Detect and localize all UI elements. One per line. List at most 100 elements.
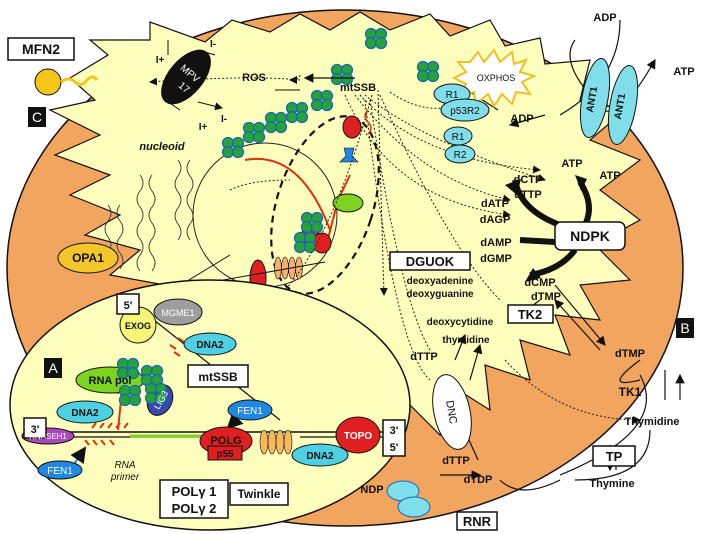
- rnr-box: [456, 511, 498, 531]
- ant1-b: [607, 65, 639, 145]
- mfn2-tail: [60, 75, 99, 87]
- topo-ellipse: [335, 416, 381, 454]
- dctp-label: dCTP: [514, 174, 543, 186]
- opa1-label: OPA1: [72, 251, 104, 265]
- adp-top-label: ADP: [593, 12, 616, 24]
- atp-right-label: ATP: [673, 66, 694, 78]
- helicase-rings-a: [259, 429, 293, 455]
- ros-label: ROS: [242, 72, 266, 84]
- i-plus-2: I+: [199, 122, 208, 133]
- dttp-mid-label: dTTP: [410, 351, 438, 363]
- red-strand: [244, 157, 331, 231]
- p53r2-label: p53R2: [450, 106, 480, 117]
- dna2-left-ellipse: [56, 400, 114, 424]
- deoxyguanine-label: deoxyguanine: [406, 289, 474, 300]
- ndp-label: NDP: [360, 484, 383, 496]
- thymine-label: Thymine: [589, 478, 634, 490]
- panel-b-letter: B: [680, 320, 689, 336]
- polg2-label: POLγ 2: [172, 501, 217, 516]
- i-minus-2: I-: [221, 114, 227, 125]
- thymidine-right-label: Thymidine: [624, 416, 679, 428]
- three-prime-left-box: [23, 417, 47, 439]
- rnaseh1-label: RNASEH1: [29, 432, 67, 441]
- twinkle-box: [229, 482, 289, 506]
- mpv17-arrows: [164, 40, 223, 111]
- red-helix-matrix: [364, 109, 372, 135]
- ant1-a-label: ANT1: [585, 85, 600, 113]
- dna2-bottom-ellipse: [291, 443, 349, 467]
- rna-pol-label: RNA pol: [89, 375, 132, 387]
- nucleoid-label: nucleoid: [139, 141, 185, 153]
- dtmp-label: dTMP: [531, 291, 561, 303]
- p55-label: p55: [216, 449, 234, 460]
- damp-label: dAMP: [480, 237, 511, 249]
- r1-p53r2-bottom: [440, 98, 490, 122]
- opa1-ellipse: [57, 242, 119, 274]
- ndpk-label: NDPK: [570, 228, 610, 244]
- p55-rect: [207, 445, 243, 461]
- oxphos-label: OXPHOS: [477, 73, 516, 83]
- panel-c-letter-box: [28, 107, 46, 127]
- dnc-label: DNC: [443, 399, 459, 425]
- rnr-label: RNR: [463, 514, 492, 529]
- three-prime-left-label: 3': [31, 424, 40, 436]
- tk1-label: TK1: [619, 385, 642, 399]
- r2b-label: R2: [454, 150, 467, 161]
- twinkle-green: [332, 193, 364, 213]
- mfn2-box: [7, 37, 75, 61]
- fen1-left-label: FEN1: [47, 466, 73, 477]
- dnc-carrier: [432, 374, 472, 450]
- i-minus-1: I-: [210, 39, 216, 50]
- mgme1-label: MGME1: [161, 308, 194, 318]
- three-prime-right-label: 3': [390, 425, 399, 437]
- deoxyadenine-label: deoxyadenine: [407, 276, 474, 287]
- dna2-left-label: DNA2: [71, 408, 99, 419]
- ant1-a: [579, 58, 611, 138]
- mtssb-a-box: [187, 364, 249, 388]
- polg1-label: POLγ 1: [172, 484, 217, 499]
- dguok-box: [389, 251, 471, 271]
- adp-inner-label: ADP: [510, 113, 533, 125]
- dttp-bottom-label: dTTP: [442, 455, 470, 467]
- rna-primer-label-2: primer: [110, 472, 140, 483]
- mfn2-ball: [34, 68, 62, 96]
- ndpk-arrowheads: [505, 175, 587, 282]
- dagp-label: dAGP: [480, 214, 511, 226]
- r1-r2-bottom: [444, 144, 476, 164]
- helicase-rings-matrix: [274, 256, 303, 280]
- rna-primer-label-1: RNA: [114, 460, 135, 471]
- atp-a-label: ATP: [561, 158, 582, 170]
- polg-label: POLG: [210, 435, 241, 447]
- fen1-right-ellipse: [227, 399, 273, 421]
- panel-a-letter-box: [44, 358, 62, 378]
- five-prime-right-label: 5': [390, 442, 399, 454]
- thymidine-label: thymidine: [442, 335, 490, 346]
- polg-labels-box: [159, 479, 229, 519]
- three-five-right-box: [382, 419, 406, 457]
- r1-label: R1: [446, 90, 459, 101]
- panel-a-zoom: [9, 279, 411, 531]
- tk2-label: TK2: [518, 307, 543, 322]
- mitochondrial-matrix: [48, 11, 642, 462]
- blue-protein: [339, 147, 359, 163]
- datp-label: dATP: [481, 198, 509, 210]
- five-prime-top-box: [116, 293, 140, 315]
- dgmp-label: dGMP: [480, 253, 512, 265]
- dcmp-label: dCMP: [524, 277, 555, 289]
- fen1-left-ellipse: [37, 460, 83, 480]
- panel-c-letter: C: [32, 109, 42, 125]
- exog-label: EXOG: [125, 321, 151, 331]
- mtssb-a-label: mtSSB: [198, 370, 238, 384]
- tk2-box: [507, 304, 554, 324]
- r1b-label: R1: [452, 132, 465, 143]
- dtdp-label: dTDP: [464, 474, 493, 486]
- panel-a-letter: A: [48, 360, 58, 376]
- tp-label: TP: [606, 449, 623, 464]
- tp-box: [592, 445, 636, 467]
- panel-b-letter-box: [676, 318, 694, 338]
- topo-label: TOPO: [344, 431, 372, 442]
- five-prime-top-label: 5': [124, 300, 133, 312]
- oxphos-burst: [451, 48, 537, 108]
- mfn2-label: MFN2: [22, 41, 60, 57]
